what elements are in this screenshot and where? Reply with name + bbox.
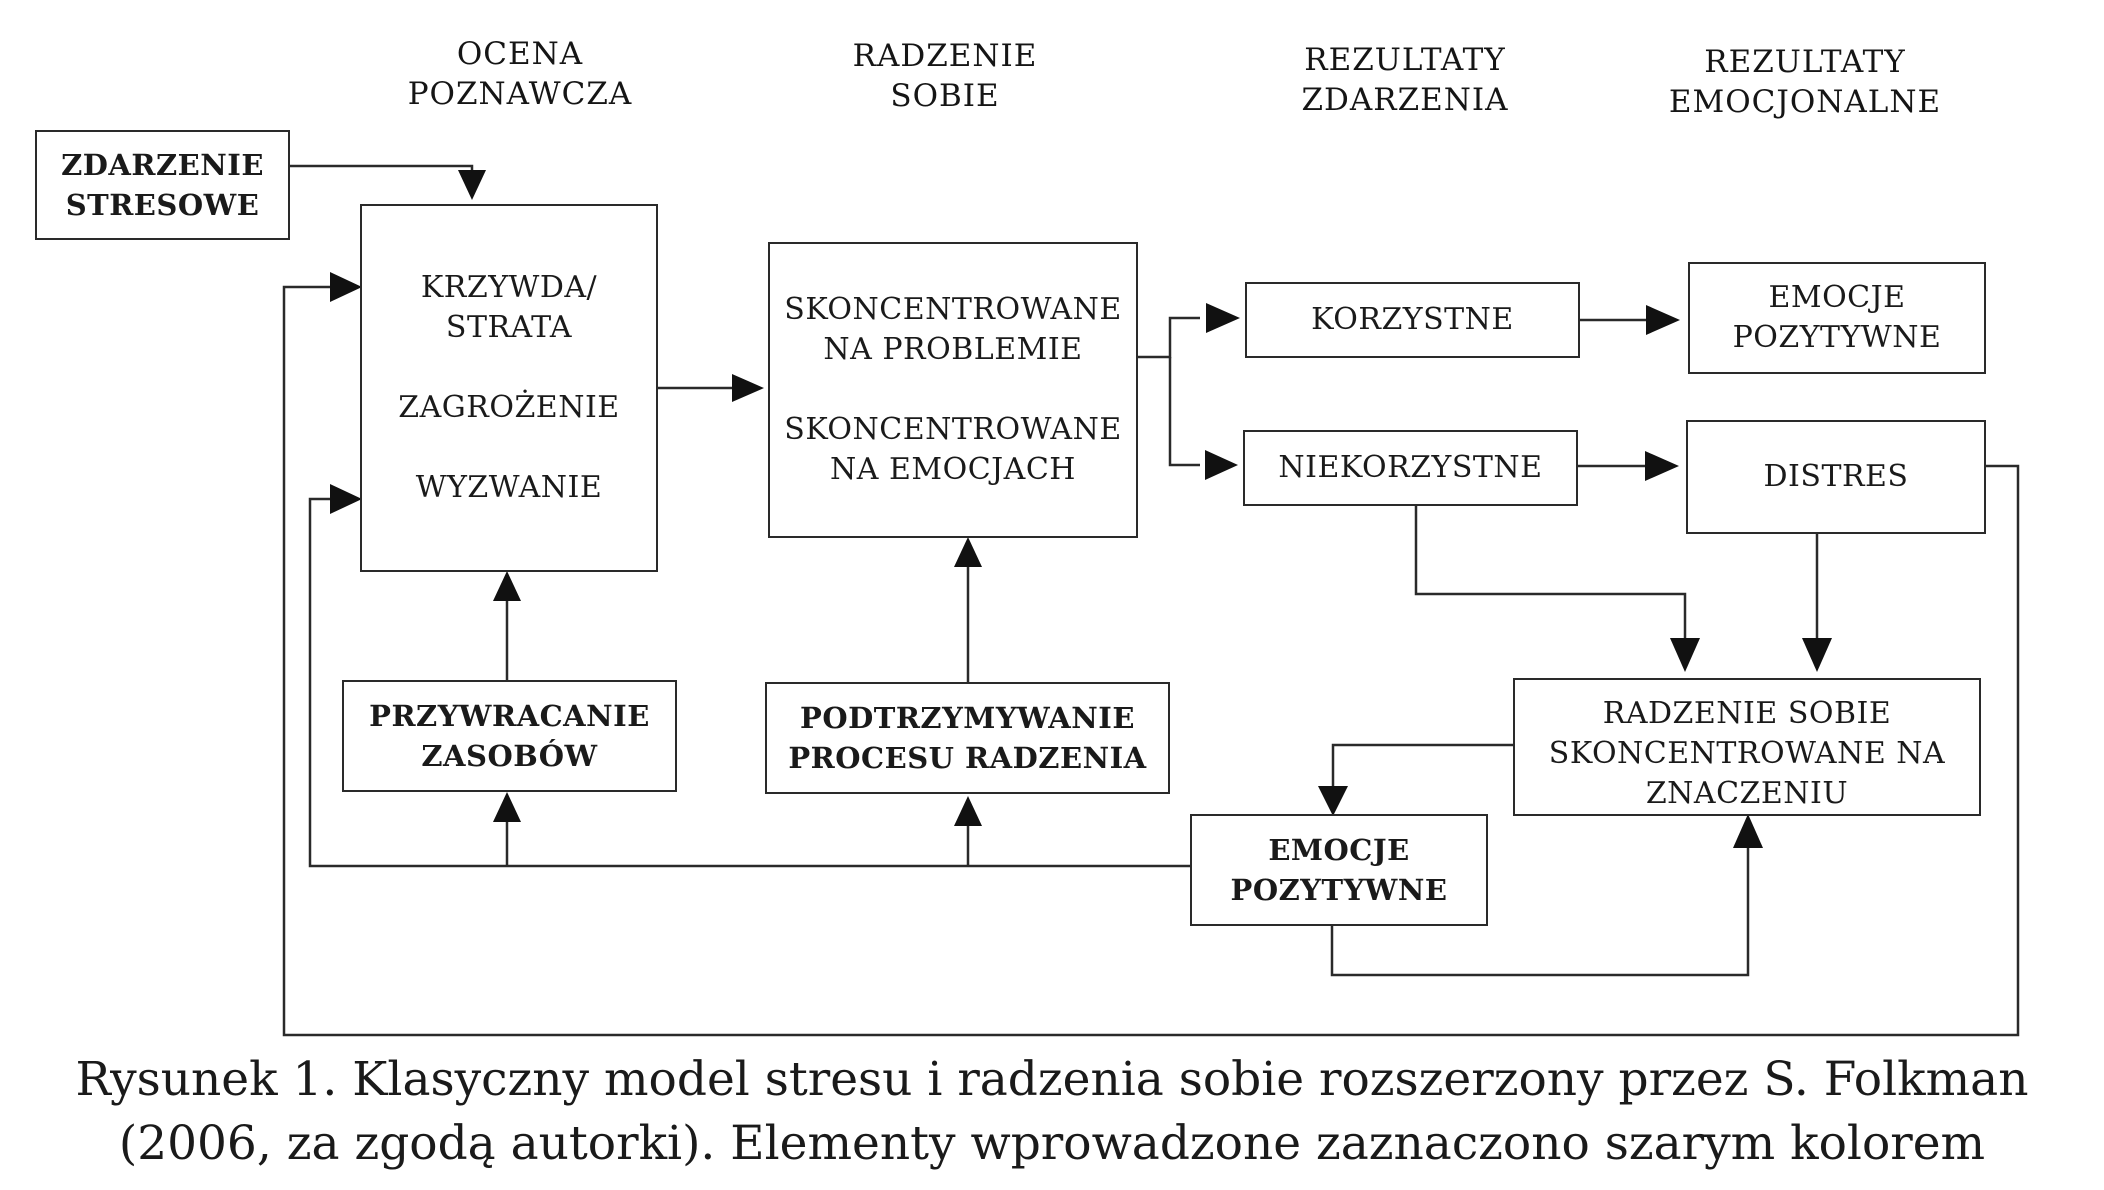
arrowhead-right [1646, 305, 1680, 335]
arrowhead-down [1318, 786, 1348, 816]
connector-coping-to-favorable [1135, 316, 1200, 359]
arrowhead-right [1205, 450, 1238, 480]
arrowhead-right [1206, 303, 1240, 333]
arrowhead-down [1802, 638, 1832, 672]
box-label-line: SKONCENTROWANE NA [1548, 736, 1946, 771]
column-header-line: ZDARZENIA [1301, 82, 1509, 118]
box-restoring-resources: PRZYWRACANIE ZASOBÓW [342, 680, 677, 792]
box-label-line: EMOCJE [1268, 833, 1410, 867]
caption-line: Rysunek 1. Klasyczny model stresu i radz… [75, 1052, 2029, 1107]
column-header-line: REZULTATY [1304, 42, 1506, 78]
box-appraisal: KRZYWDA/ STRATA ZAGROŻENIE WYZWANIE [360, 204, 658, 572]
box-label-line: NA PROBLEMIE [823, 332, 1083, 367]
box-positive-emotions-meaning: EMOCJE POZYTYWNE [1190, 814, 1488, 926]
column-header-line: RADZENIE [852, 38, 1038, 74]
column-header-line: SOBIE [890, 78, 1000, 114]
box-label-line: NIEKORZYSTNE [1278, 450, 1543, 485]
box-coping: SKONCENTROWANE NA PROBLEMIE SKONCENTROWA… [768, 242, 1138, 538]
box-label-line: SKONCENTROWANE [784, 412, 1122, 447]
arrowhead-down [458, 170, 486, 200]
connector-meaning-coping-to-positive-emotions [1331, 743, 1513, 790]
box-meaning-focused-coping: RADZENIE SOBIE SKONCENTROWANE NA ZNACZEN… [1513, 678, 1981, 816]
column-header-line: POZNAWCZA [407, 76, 633, 112]
box-label-line: DISTRES [1763, 459, 1909, 494]
box-favorable: KORZYSTNE [1245, 282, 1580, 358]
box-label-line: ZAGROŻENIE [398, 390, 620, 425]
arrowhead-down [1670, 638, 1700, 672]
box-distress: DISTRES [1686, 420, 1986, 534]
arrowhead-up [1733, 814, 1763, 848]
box-label-line: STRATA [445, 310, 573, 345]
coping-emotion-focused: SKONCENTROWANE NA EMOCJACH [784, 410, 1121, 490]
connector-distress-feedback [282, 285, 2020, 1037]
arrowhead-right [330, 484, 362, 514]
box-label-line: SKONCENTROWANE [784, 292, 1122, 327]
column-header-event-outcomes: REZULTATY ZDARZENIA [1275, 40, 1535, 120]
appraisal-challenge: WYZWANIE [416, 468, 603, 508]
coping-problem-focused: SKONCENTROWANE NA PROBLEMIE [784, 290, 1121, 370]
box-label-line: STRESOWE [65, 188, 260, 222]
arrowhead-right [732, 374, 764, 402]
column-header-coping: RADZENIE SOBIE [830, 36, 1060, 116]
box-label-line: NA EMOCJACH [830, 452, 1076, 487]
connector-positive-emotions-feedback [308, 497, 1190, 868]
box-label-line: ZNACZENIU [1645, 776, 1849, 811]
column-header-line: OCENA [456, 36, 584, 72]
box-stressful-event: ZDARZENIE STRESOWE [35, 130, 290, 240]
arrowhead-right [330, 272, 362, 302]
arrowhead-up [954, 537, 982, 567]
connector-coping-to-unfavorable [1168, 357, 1200, 467]
box-label-line: PROCESU RADZENIA [788, 741, 1147, 775]
connector-positive-emotions-to-meaning-coping [1330, 840, 1750, 977]
arrowhead-up [493, 792, 521, 822]
box-positive-emotions-outcome: EMOCJE POZYTYWNE [1688, 262, 1986, 374]
column-header-appraisal: OCENA POZNAWCZA [405, 34, 635, 114]
column-header-line: REZULTATY [1704, 44, 1906, 80]
connector-unfavorable-to-meaning-coping [1414, 503, 1687, 640]
box-label-line: EMOCJE [1768, 280, 1906, 315]
column-header-line: EMOCJONALNE [1668, 84, 1942, 120]
box-label-line: PRZYWRACANIE [369, 699, 650, 733]
connector-event-to-appraisal [288, 164, 474, 188]
arrowhead-right [1645, 451, 1679, 481]
box-sustaining-coping: PODTRZYMYWANIE PROCESU RADZENIA [765, 682, 1170, 794]
appraisal-harm-loss: KRZYWDA/ STRATA [421, 268, 597, 348]
figure-caption: Rysunek 1. Klasyczny model stresu i radz… [0, 1048, 2104, 1176]
box-label-line: ZDARZENIE [61, 148, 264, 182]
box-label-line: KRZYWDA/ [420, 270, 598, 305]
box-label-line: WYZWANIE [415, 470, 603, 505]
box-label-line: KORZYSTNE [1311, 302, 1514, 337]
box-label-line: POZYTYWNE [1732, 320, 1942, 355]
box-label-line: RADZENIE SOBIE [1602, 696, 1892, 731]
arrowhead-up [954, 796, 982, 826]
arrowhead-up [493, 571, 521, 601]
appraisal-threat: ZAGROŻENIE [398, 388, 619, 428]
box-label-line: PODTRZYMYWANIE [800, 701, 1135, 735]
box-label-line: ZASOBÓW [421, 739, 598, 773]
box-label-line: POZYTYWNE [1230, 873, 1448, 907]
column-header-emotional-outcomes: REZULTATY EMOCJONALNE [1660, 42, 1950, 122]
box-unfavorable: NIEKORZYSTNE [1243, 430, 1578, 506]
caption-line: (2006, za zgodą autorki). Elementy wprow… [118, 1116, 1986, 1171]
